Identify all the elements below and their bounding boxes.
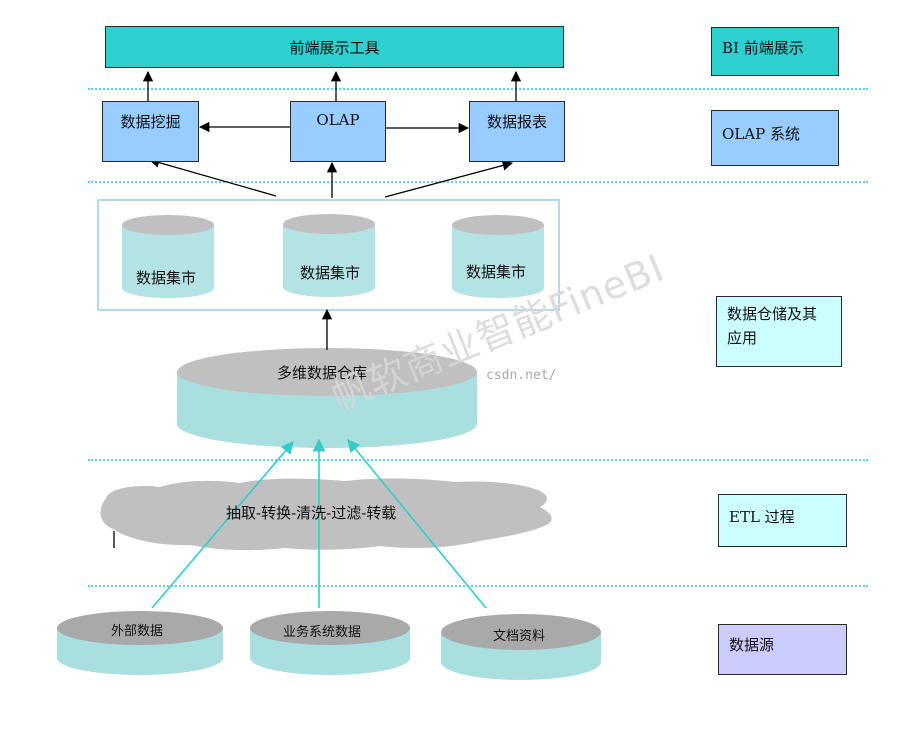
layer-label-etl-text: ETL 过程 [729, 508, 795, 526]
flow-arrows [142, 70, 522, 350]
data-report-label: 数据报表 [486, 113, 547, 131]
frontend-tool-box: 前端展示工具 [105, 26, 564, 68]
data-mart-label: 数据集市 [136, 269, 197, 287]
layer-label-etl: ETL 过程 [718, 494, 847, 547]
source-cylinder [57, 611, 223, 675]
separator-line [88, 181, 868, 183]
etl-label: 抽取-转换-清洗-过滤-转载 [226, 504, 397, 522]
warehouse-cylinder [177, 348, 477, 448]
separator-line [88, 585, 868, 587]
etl-cloud [100, 478, 552, 551]
data-mart-cylinder [122, 215, 214, 298]
watermark-url: csdn.net/ [486, 368, 557, 383]
data-mart-label: 数据集市 [466, 263, 527, 281]
layer-label-olap-text: OLAP 系统 [722, 125, 800, 143]
layer-label-source-text: 数据源 [729, 636, 775, 654]
data-mining-label: 数据挖掘 [120, 113, 181, 131]
olap-label: OLAP [316, 111, 360, 129]
source-label: 业务系统数据 [283, 625, 362, 640]
data-mart-label: 数据集市 [300, 264, 361, 282]
data-report-box: 数据报表 [469, 101, 565, 162]
layer-label-bi-text: BI 前端展示 [722, 39, 804, 57]
layer-label-warehouse-text: 数据仓储及其应用 [727, 305, 818, 347]
layer-label-bi: BI 前端展示 [711, 27, 839, 76]
layer-label-source: 数据源 [718, 624, 847, 675]
separator-line [88, 459, 868, 461]
separator-line [88, 88, 868, 90]
frontend-tool-label: 前端展示工具 [289, 38, 380, 57]
data-mart-cylinder [283, 214, 375, 297]
source-label: 文档资料 [493, 629, 546, 644]
warehouse-label: 多维数据仓库 [277, 364, 368, 382]
layer-label-warehouse: 数据仓储及其应用 [716, 296, 842, 367]
data-mart-cylinder [452, 215, 544, 298]
source-label: 外部数据 [111, 624, 164, 639]
olap-box: OLAP [290, 101, 386, 162]
source-arrows [151, 438, 487, 609]
layer-label-olap: OLAP 系统 [711, 110, 839, 166]
source-cylinder [250, 611, 410, 675]
data-mining-box: 数据挖掘 [102, 101, 199, 162]
source-cylinder [441, 614, 601, 680]
